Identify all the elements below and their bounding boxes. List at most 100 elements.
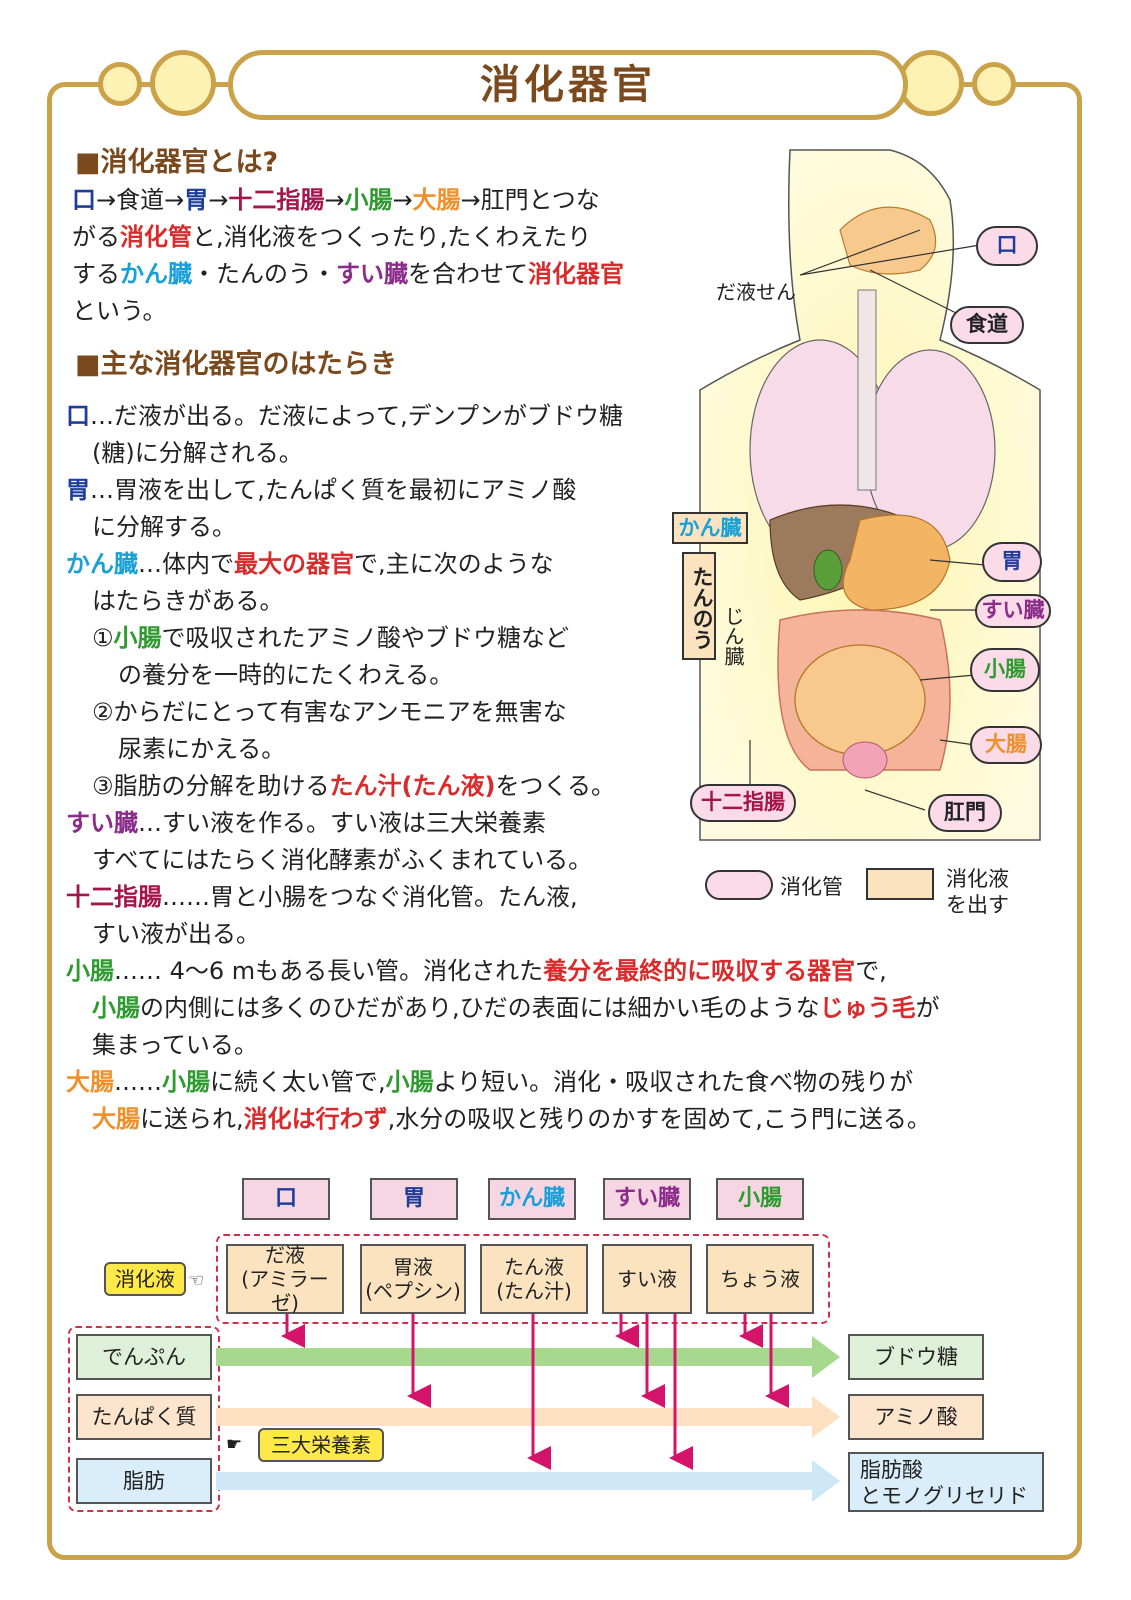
nutrient-starch: でんぷん <box>76 1334 212 1380</box>
ornament-circle <box>98 62 142 106</box>
text: 尿素にかえる。 <box>118 735 286 763</box>
text: (糖)に分解される。 <box>92 439 303 467</box>
organ-term: 小腸 <box>92 994 140 1022</box>
flow-organ-stomach: 胃 <box>370 1178 458 1220</box>
text: の内側には多くのひだがあり,ひだの表面には細かい毛のような <box>140 994 820 1022</box>
ornament-circle <box>972 62 1016 106</box>
legend-juice-label: 消化液を出す <box>946 867 1009 917</box>
flow-organ-mouth: 口 <box>242 1178 330 1220</box>
digestive-system-illustration <box>699 149 1041 841</box>
text: という。 <box>72 297 167 325</box>
section-heading: ■消化器官とは? <box>75 147 279 178</box>
text: →肛門とつな <box>460 186 600 214</box>
label-large-intestine: 大腸 <box>970 726 1042 764</box>
juice-name: すい液 <box>617 1267 677 1291</box>
text: と,消化液をつくったり,たくわえたり <box>192 223 592 251</box>
flow-organ-liver: かん臓 <box>488 1178 576 1220</box>
trachea <box>857 289 877 491</box>
organ-term: すい臓 <box>336 260 408 288</box>
key-term: 消化器官 <box>528 260 624 288</box>
juice-tag: 消化液 <box>104 1262 186 1296</box>
label-mouth: 口 <box>976 226 1038 266</box>
legend-juice-swatch <box>866 868 934 900</box>
legend-tract-label: 消化管 <box>780 875 843 899</box>
section-heading: ■主な消化器官のはたらき <box>75 349 397 380</box>
juice-pancreatic: すい液 <box>602 1244 692 1314</box>
label-liver: かん臓 <box>672 512 748 544</box>
arrow-starch <box>216 1336 840 1378</box>
label-stomach: 胃 <box>982 542 1042 582</box>
text: で, <box>855 957 887 985</box>
enzyme-name: (アミラーゼ) <box>241 1267 329 1315</box>
label-small-intestine: 小腸 <box>970 648 1040 692</box>
ornament-circle <box>898 50 964 116</box>
result-amino-acid: アミノ酸 <box>848 1394 984 1440</box>
label-anus: 肛門 <box>928 794 1002 832</box>
organ-term: 十二指腸 <box>66 883 162 911</box>
text: → <box>392 186 413 214</box>
key-term: じゅう毛 <box>819 994 916 1022</box>
text: する <box>72 260 120 288</box>
organ-term: 大腸 <box>66 1068 114 1096</box>
arrow-protein <box>216 1396 840 1438</box>
text: をつくる。 <box>495 772 615 800</box>
organ-term: 十二指腸 <box>228 186 325 214</box>
arrow-fat <box>216 1460 840 1502</box>
key-term: 養分を最終的に吸収する器官 <box>543 957 856 985</box>
text: ②からだにとって有害なアンモニアを無害な <box>92 698 567 726</box>
text: …… 4〜6 mもある長い管。消化された <box>114 957 544 985</box>
text: …胃液を出して,たんぱく質を最初にアミノ酸 <box>90 476 577 504</box>
text: すべてにはたらく消化酵素がふくまれている。 <box>92 846 593 874</box>
text: の養分を一時的にたくわえる。 <box>118 661 454 689</box>
organ-term: 小腸 <box>113 624 162 652</box>
pointing-hand-icon: ☛ <box>226 1434 243 1455</box>
flow-organ-small-intestine: 小腸 <box>716 1178 804 1220</box>
label-pancreas: すい臓 <box>975 594 1051 628</box>
pointing-hand-icon: ☜ <box>188 1270 205 1291</box>
organ-term: かん臓 <box>66 550 138 578</box>
legend-tract-swatch <box>705 870 773 900</box>
organ-term: 小腸 <box>344 186 393 214</box>
juice-bile: たん液(たん汁) <box>480 1244 588 1314</box>
title-banner: 消化器官 <box>228 50 908 120</box>
text: ……胃と小腸をつなぐ消化管。たん液, <box>162 883 578 911</box>
organ-term: 胃 <box>184 186 209 214</box>
text: を合わせて <box>408 260 528 288</box>
key-term: 消化管 <box>120 223 192 251</box>
result-glucose: ブドウ糖 <box>848 1334 984 1380</box>
juice-name: たん液 <box>504 1255 564 1279</box>
text: ,水分の吸収と残りのかすを固めて,こう門に送る。 <box>387 1105 931 1133</box>
juice-name: 胃液 <box>393 1255 433 1279</box>
organ-term: 胃 <box>66 476 90 504</box>
label-saliva-gland: だ液せん <box>716 280 796 304</box>
key-term: たん汁(たん液) <box>329 772 496 800</box>
text: …だ液が出る。だ液によって,デンプンがブドウ糖 <box>90 402 623 430</box>
organ-term: 小腸 <box>66 957 114 985</box>
text: で吸収されたアミノ酸やブドウ糖など <box>161 624 570 652</box>
text: に分解する。 <box>92 513 236 541</box>
text: → <box>208 186 229 214</box>
result-line: 脂肪酸 <box>860 1458 923 1482</box>
ornament-circle <box>150 50 216 116</box>
result-line: とモノグリセリド <box>860 1484 1028 1508</box>
juice-name: ちょう液 <box>720 1267 800 1291</box>
bladder-shape <box>842 741 888 779</box>
organ-term: 大腸 <box>92 1105 140 1133</box>
text: すい液が出る。 <box>92 920 260 948</box>
nutrient-fat: 脂肪 <box>76 1458 212 1504</box>
juice-group-border <box>216 1234 830 1324</box>
text: …すい液を作る。すい液は三大栄養素 <box>138 809 546 837</box>
gallbladder-shape <box>813 549 843 591</box>
label-gallbladder: たんのう <box>682 552 716 660</box>
text: より短い。消化・吸収された食べ物の残りが <box>433 1068 914 1096</box>
juice-intestinal: ちょう液 <box>706 1244 814 1314</box>
text: ① <box>92 624 114 652</box>
juice-name: だ液 <box>265 1243 305 1267</box>
text: で,主に次のような <box>354 550 554 578</box>
label-kidney: じん臓 <box>721 606 745 666</box>
text: → <box>324 186 345 214</box>
juice-gastric: 胃液(ペプシン) <box>360 1244 466 1314</box>
enzyme-name: (ペプシン) <box>365 1279 461 1303</box>
label-esophagus: 食道 <box>950 306 1024 344</box>
